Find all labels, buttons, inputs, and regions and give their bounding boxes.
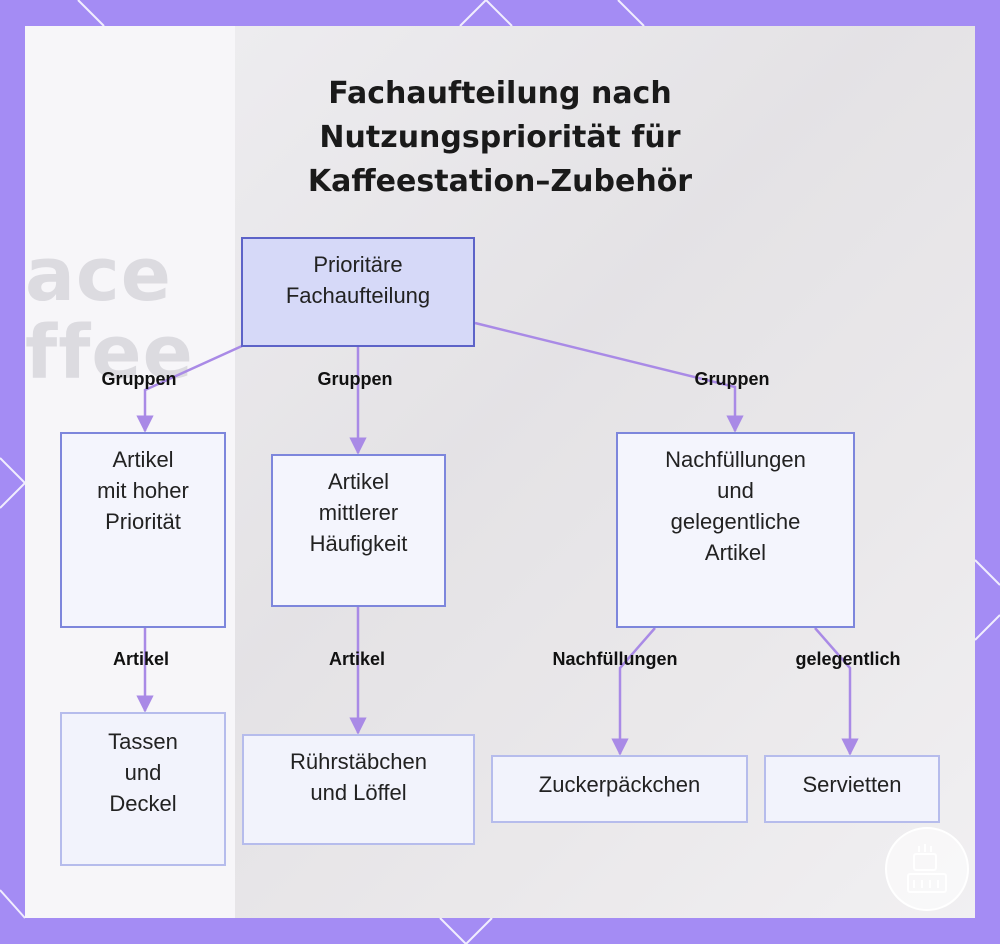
node-root: Prioritäre Fachaufteilung [241,237,475,347]
node-high-priority: Artikel mit hoher Priorität [60,432,226,628]
edge-label-refills-napkins: gelegentlich [795,648,900,670]
node-cups-lids: Tassen und Deckel [60,712,226,866]
edge-label-root-medium: Gruppen [318,368,393,390]
edge-refills-sugar [620,628,655,754]
edge-label-refills-sugar: Nachfüllungen [553,648,678,670]
node-medium-frequency: Artikel mittlerer Häufigkeit [271,454,446,607]
node-refills-occasional: Nachfüllungen und gelegentliche Artikel [616,432,855,628]
node-sugar-packets: Zuckerpäckchen [491,755,748,823]
edge-label-medium-stirrers: Artikel [329,648,385,670]
edge-label-root-high: Gruppen [102,368,177,390]
edge-label-high-cups: Artikel [113,648,169,670]
edge-label-root-refills: Gruppen [695,368,770,390]
coffee-machine-icon [884,826,970,912]
node-stirrers-spoons: Rührstäbchen und Löffel [242,734,475,845]
edge-refills-napkins [815,628,850,754]
node-napkins: Servietten [764,755,940,823]
